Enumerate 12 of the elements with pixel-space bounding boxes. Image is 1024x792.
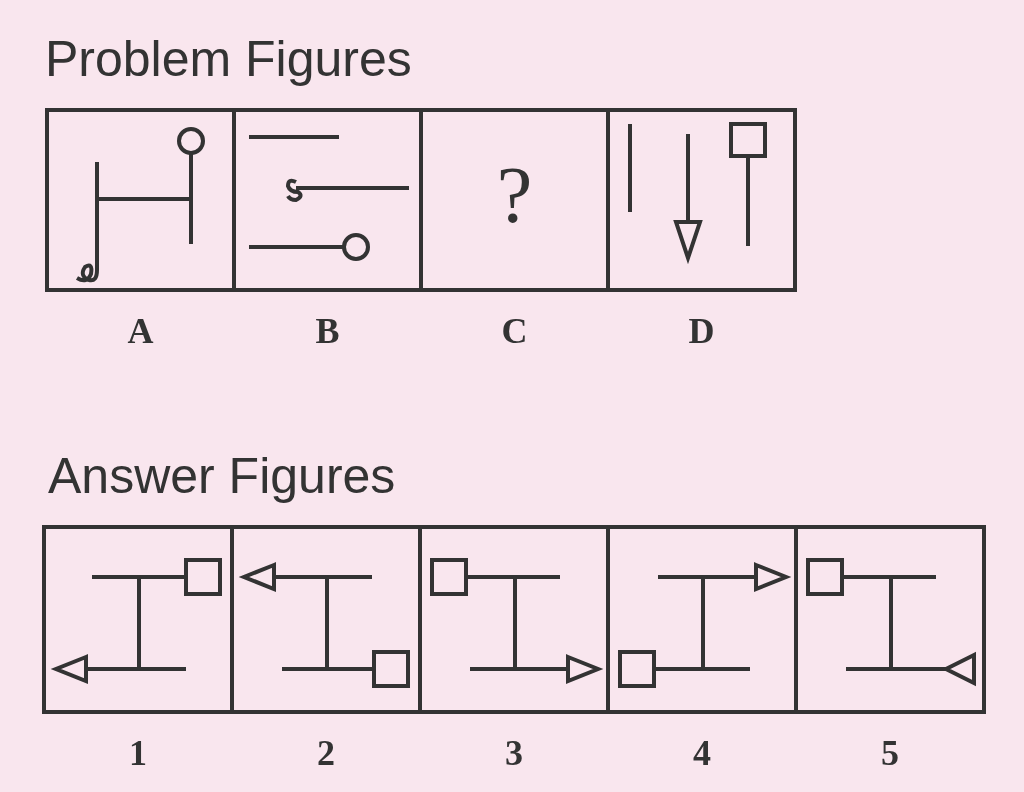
figure-label: 3 — [504, 732, 524, 774]
section-heading: Problem Figures — [45, 30, 412, 88]
figure-label: D — [687, 310, 716, 352]
question-mark: ? — [495, 150, 534, 241]
figure-label: 2 — [316, 732, 336, 774]
figure-label: 1 — [128, 732, 148, 774]
figure-label: 5 — [880, 732, 900, 774]
section-heading: Answer Figures — [48, 447, 396, 505]
figure-label: B — [314, 310, 341, 352]
figure-label: A — [126, 310, 155, 352]
figure-label: C — [500, 310, 529, 352]
figure-label: 4 — [692, 732, 712, 774]
